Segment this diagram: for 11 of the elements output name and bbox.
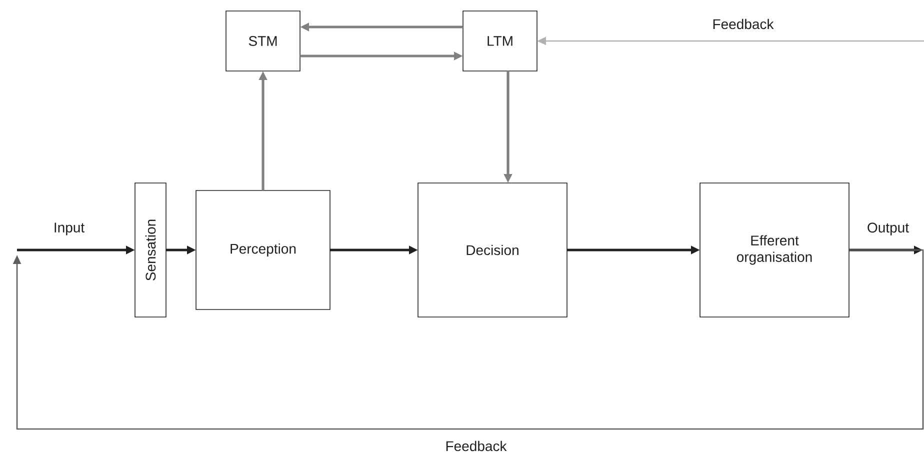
process-box: Efferent organisation xyxy=(700,182,850,318)
edge-label: Feedback xyxy=(446,440,507,452)
arrow xyxy=(12,249,924,430)
edge-label: Feedback xyxy=(713,18,774,30)
edge-label: Output xyxy=(868,222,909,236)
memory-box: STM xyxy=(226,10,300,72)
edge-label: Input xyxy=(54,222,84,236)
process-box: Perception xyxy=(196,190,330,310)
process-box: Sensation xyxy=(134,182,166,318)
process-box: Decision xyxy=(418,182,568,318)
memory-box: LTM xyxy=(462,10,538,72)
